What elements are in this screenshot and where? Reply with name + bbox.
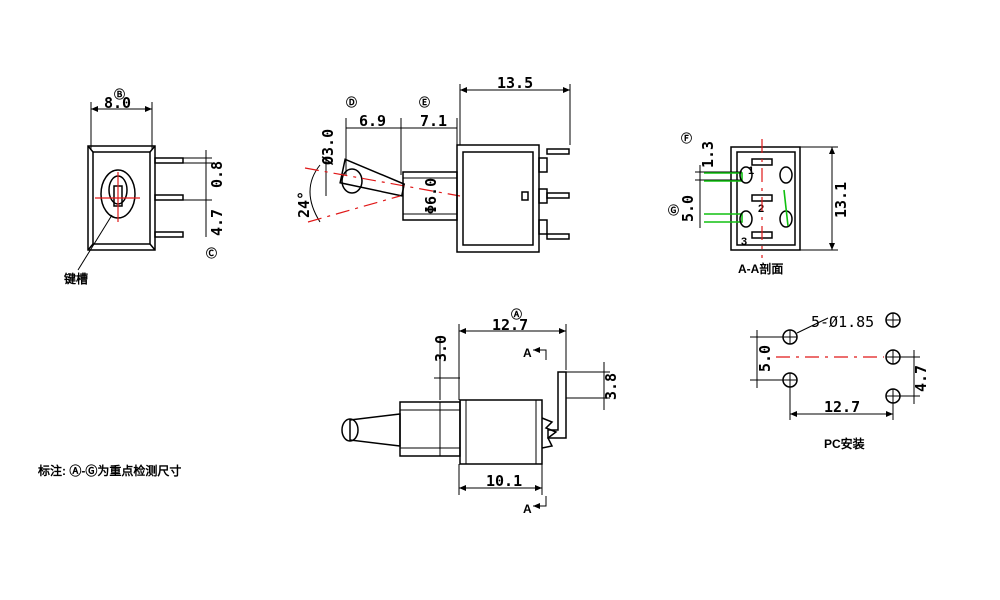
lever-3-0-dim: 3.0 [432, 335, 450, 362]
pin-0-8-dim: 0.8 [208, 161, 226, 188]
bottom-view: Ⓐ 12.7 3.0 A 3.8 [341, 307, 620, 516]
pcb-hole-3 [885, 312, 901, 328]
body-10-1-dim: 10.1 [486, 472, 522, 490]
section-caption: A-A剖面 [738, 261, 783, 276]
dim-g-5-0: 5.0 [679, 195, 697, 222]
pin-3-8-dim: 3.8 [602, 373, 620, 400]
mark-a: Ⓐ [511, 307, 522, 321]
holes-label: 5-Ø1.85 [811, 313, 874, 331]
section-a-bottom: A [523, 502, 532, 516]
width-12-7-dim: 12.7 [492, 316, 528, 334]
width-8-dim: 8.0 [104, 94, 131, 112]
lever-6-9-dim: 6.9 [359, 112, 386, 130]
offset-4-7-dim: 4.7 [912, 365, 930, 392]
mark-d: Ⓓ [346, 95, 357, 109]
pcb-hole-4 [885, 349, 901, 365]
mark-e: Ⓔ [419, 95, 430, 109]
bushing-dia-dim: Φ6.0 [422, 178, 440, 214]
inspection-note: 标注: Ⓐ-Ⓖ为重点检测尺寸 [37, 463, 181, 478]
mark-g: Ⓖ [668, 203, 679, 217]
front-view: Ⓑ 8.0 0.8 4.7 Ⓒ 键槽 [63, 87, 226, 286]
pcb-hole-2 [782, 372, 798, 388]
pcb-caption: PC安装 [824, 436, 865, 451]
keyway-label: 键槽 [63, 271, 88, 286]
section-a-top: A [523, 346, 532, 360]
overall-13-5-dim: 13.5 [497, 74, 533, 92]
pcb-hole-5 [885, 388, 901, 404]
bushing-7-1-dim: 7.1 [420, 112, 447, 130]
mark-f: Ⓕ [681, 131, 692, 145]
pin-1-label: 1 [748, 165, 754, 177]
mark-b: Ⓑ [114, 87, 125, 101]
angle-24-dim: 24° [295, 191, 313, 218]
tip-dia-dim: Ø3.0 [319, 129, 337, 166]
pin-2-label: 2 [758, 203, 764, 215]
pin-3-label: 3 [741, 236, 747, 248]
pitch-v-5-0-dim: 5.0 [756, 345, 774, 372]
side-view: Ⓓ Ⓔ 13.5 6.9 7.1 Ø3.0 24° Φ6.0 [295, 74, 571, 253]
pitch-4-7-dim: 4.7 [208, 209, 226, 236]
dim-f-1-3: 1.3 [699, 141, 717, 168]
section-view: Ⓕ 1.3 Ⓖ 5.0 1 2 3 13.1 A-A剖面 [668, 131, 850, 276]
height-13-1-dim: 13.1 [832, 182, 850, 218]
mark-c: Ⓒ [206, 246, 217, 260]
pitch-h-12-7-dim: 12.7 [824, 398, 860, 416]
pcb-layout: 5-Ø1.85 5.0 4.7 12.7 PC安装 [750, 312, 930, 451]
pcb-hole-1 [782, 329, 798, 345]
